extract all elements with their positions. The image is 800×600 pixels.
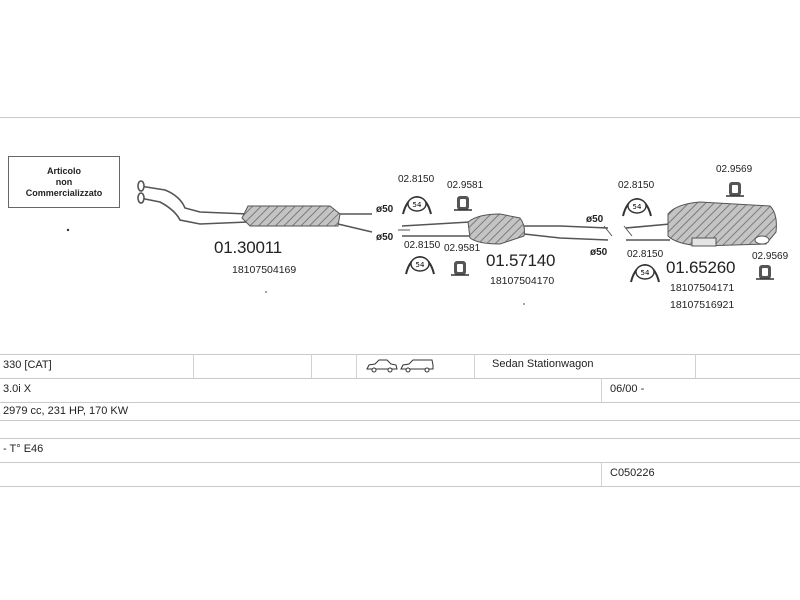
model-cell: 330 [CAT] xyxy=(3,359,52,371)
not-commercialized-line-1: Articolo xyxy=(46,165,81,176)
table-line-1 xyxy=(0,354,800,355)
clamp-label: 02.8150 xyxy=(404,240,441,251)
table-line-5 xyxy=(0,438,800,439)
oe-number-center-muffler: 18107504170 xyxy=(490,275,555,287)
dot-mark xyxy=(66,228,70,232)
table-line-6 xyxy=(0,462,800,463)
clamp-icon: 54 xyxy=(630,263,660,283)
date-cell: 06/00 - xyxy=(610,383,645,395)
top-border xyxy=(0,117,800,118)
table-col-5 xyxy=(695,354,696,378)
muffler-icon xyxy=(667,201,777,247)
not-commercialized-line-2: non xyxy=(55,176,73,187)
clamp-icon: 54 xyxy=(405,255,435,275)
oe-number-rear-muffler-1: 18107504171 xyxy=(670,282,735,294)
part-number-center-muffler: 01.57140 xyxy=(486,251,556,270)
not-commercialized-line-3: Commercializzato xyxy=(25,187,103,198)
rubber-hanger-icon xyxy=(756,265,774,280)
exhaust-pipe-icon xyxy=(523,225,613,241)
dot-mark xyxy=(265,291,267,293)
hanger-label: 02.9569 xyxy=(752,251,789,262)
table-col-2 xyxy=(311,354,312,378)
engine-cell: 3.0i X xyxy=(3,383,32,395)
muffler-icon xyxy=(241,205,341,227)
exhaust-diagram: 54 54 54 54 xyxy=(66,180,777,305)
clamp-size-label: 54 xyxy=(416,261,425,269)
rubber-hanger-icon xyxy=(454,196,472,211)
not-commercialized-box: Articolo non Commercializzato xyxy=(8,156,120,208)
hanger-label: 02.9581 xyxy=(447,180,484,191)
clamp-label: 02.8150 xyxy=(398,174,435,185)
clamp-size-label: 54 xyxy=(633,203,642,211)
exhaust-pipe-icon xyxy=(623,223,671,241)
clamp-size-label: 54 xyxy=(641,269,650,277)
sedan-car-icon xyxy=(366,359,398,373)
clamp-icon: 54 xyxy=(622,197,652,217)
type-cell: - T° E46 xyxy=(3,443,44,455)
muffler-icon xyxy=(467,213,525,245)
clamp-size-label: 54 xyxy=(413,201,422,209)
table-col-1 xyxy=(193,354,194,378)
table-line-2 xyxy=(0,378,800,379)
table-line-7 xyxy=(0,486,800,487)
exhaust-pipe-icon xyxy=(137,180,373,233)
specs-cell: 2979 cc, 231 HP, 170 KW xyxy=(3,405,129,417)
body-types-cell: Sedan Stationwagon xyxy=(492,358,594,370)
oe-number-front-pipe: 18107504169 xyxy=(232,264,297,276)
rubber-hanger-icon xyxy=(726,182,744,197)
clamp-icon: 54 xyxy=(402,195,432,215)
table-line-3 xyxy=(0,402,800,403)
table-col-3 xyxy=(356,354,357,378)
stationwagon-car-icon xyxy=(400,359,434,373)
diameter-label: ø50 xyxy=(590,247,608,258)
table-col-date xyxy=(601,378,602,402)
part-number-rear-muffler: 01.65260 xyxy=(666,258,736,277)
diameter-label: ø50 xyxy=(376,232,394,243)
hanger-label: 02.9569 xyxy=(716,164,753,175)
part-number-front-pipe: 01.30011 xyxy=(214,238,283,257)
table-col-4 xyxy=(474,354,475,378)
exhaust-pipe-icon xyxy=(398,221,471,237)
clamp-label: 02.8150 xyxy=(627,249,664,260)
diameter-label: ø50 xyxy=(376,204,394,215)
table-line-4 xyxy=(0,420,800,421)
clamp-label: 02.8150 xyxy=(618,180,655,191)
rubber-hanger-icon xyxy=(451,261,469,276)
diameter-label: ø50 xyxy=(586,214,604,225)
dot-mark xyxy=(523,303,525,305)
code-cell: C050226 xyxy=(610,467,655,479)
table-col-code xyxy=(601,462,602,486)
hanger-label: 02.9581 xyxy=(444,243,481,254)
oe-number-rear-muffler-2: 18107516921 xyxy=(670,299,735,311)
